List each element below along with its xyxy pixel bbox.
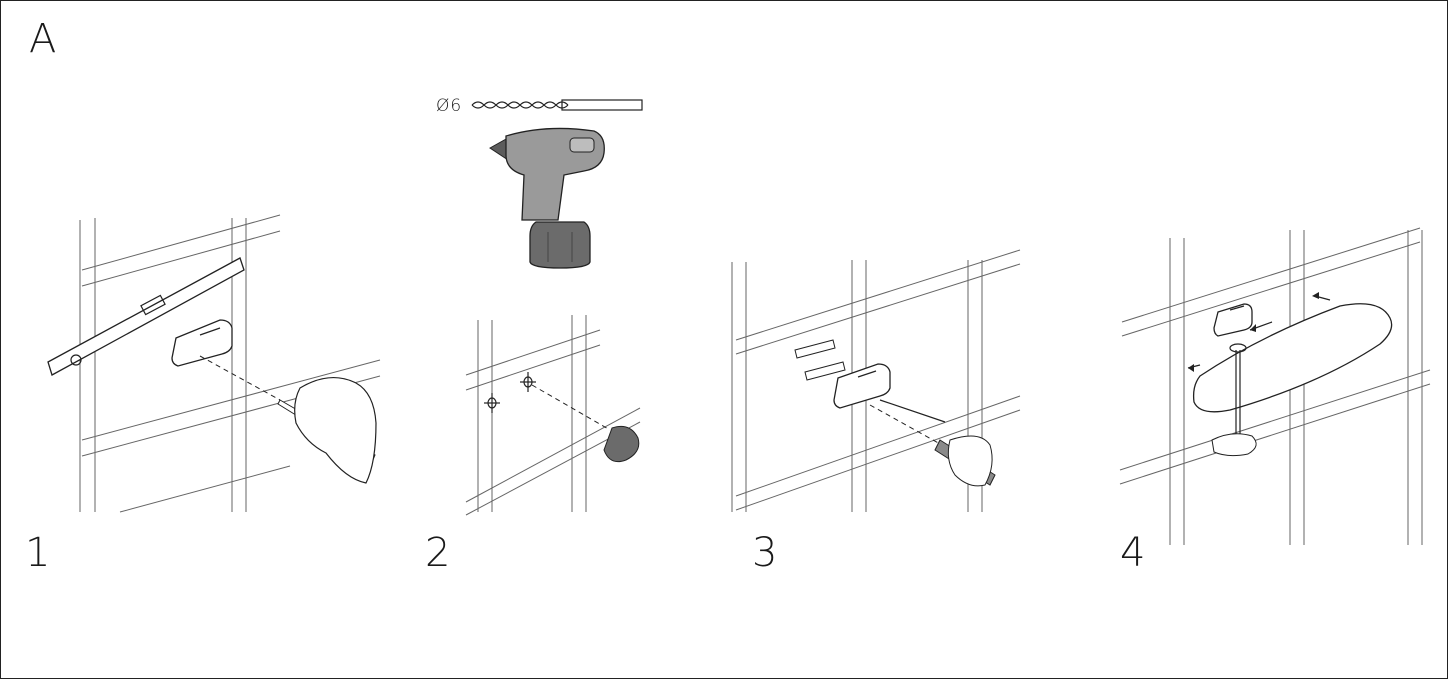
- drill-bit-icon: [471, 99, 643, 111]
- step-number-2: 2: [425, 530, 451, 576]
- panel-letter: A: [29, 16, 57, 62]
- step-number-1: 1: [25, 530, 51, 576]
- step-4-illustration: [1119, 227, 1431, 545]
- step-3-illustration: [731, 249, 1021, 512]
- step-1-illustration: [47, 214, 381, 513]
- step-number-4: 4: [1120, 530, 1146, 576]
- step-number-3: 3: [752, 530, 778, 576]
- cordless-drill-icon: [489, 127, 605, 269]
- drill-bit-size-label: Ø6: [436, 96, 463, 116]
- step-2-illustration: [465, 315, 641, 516]
